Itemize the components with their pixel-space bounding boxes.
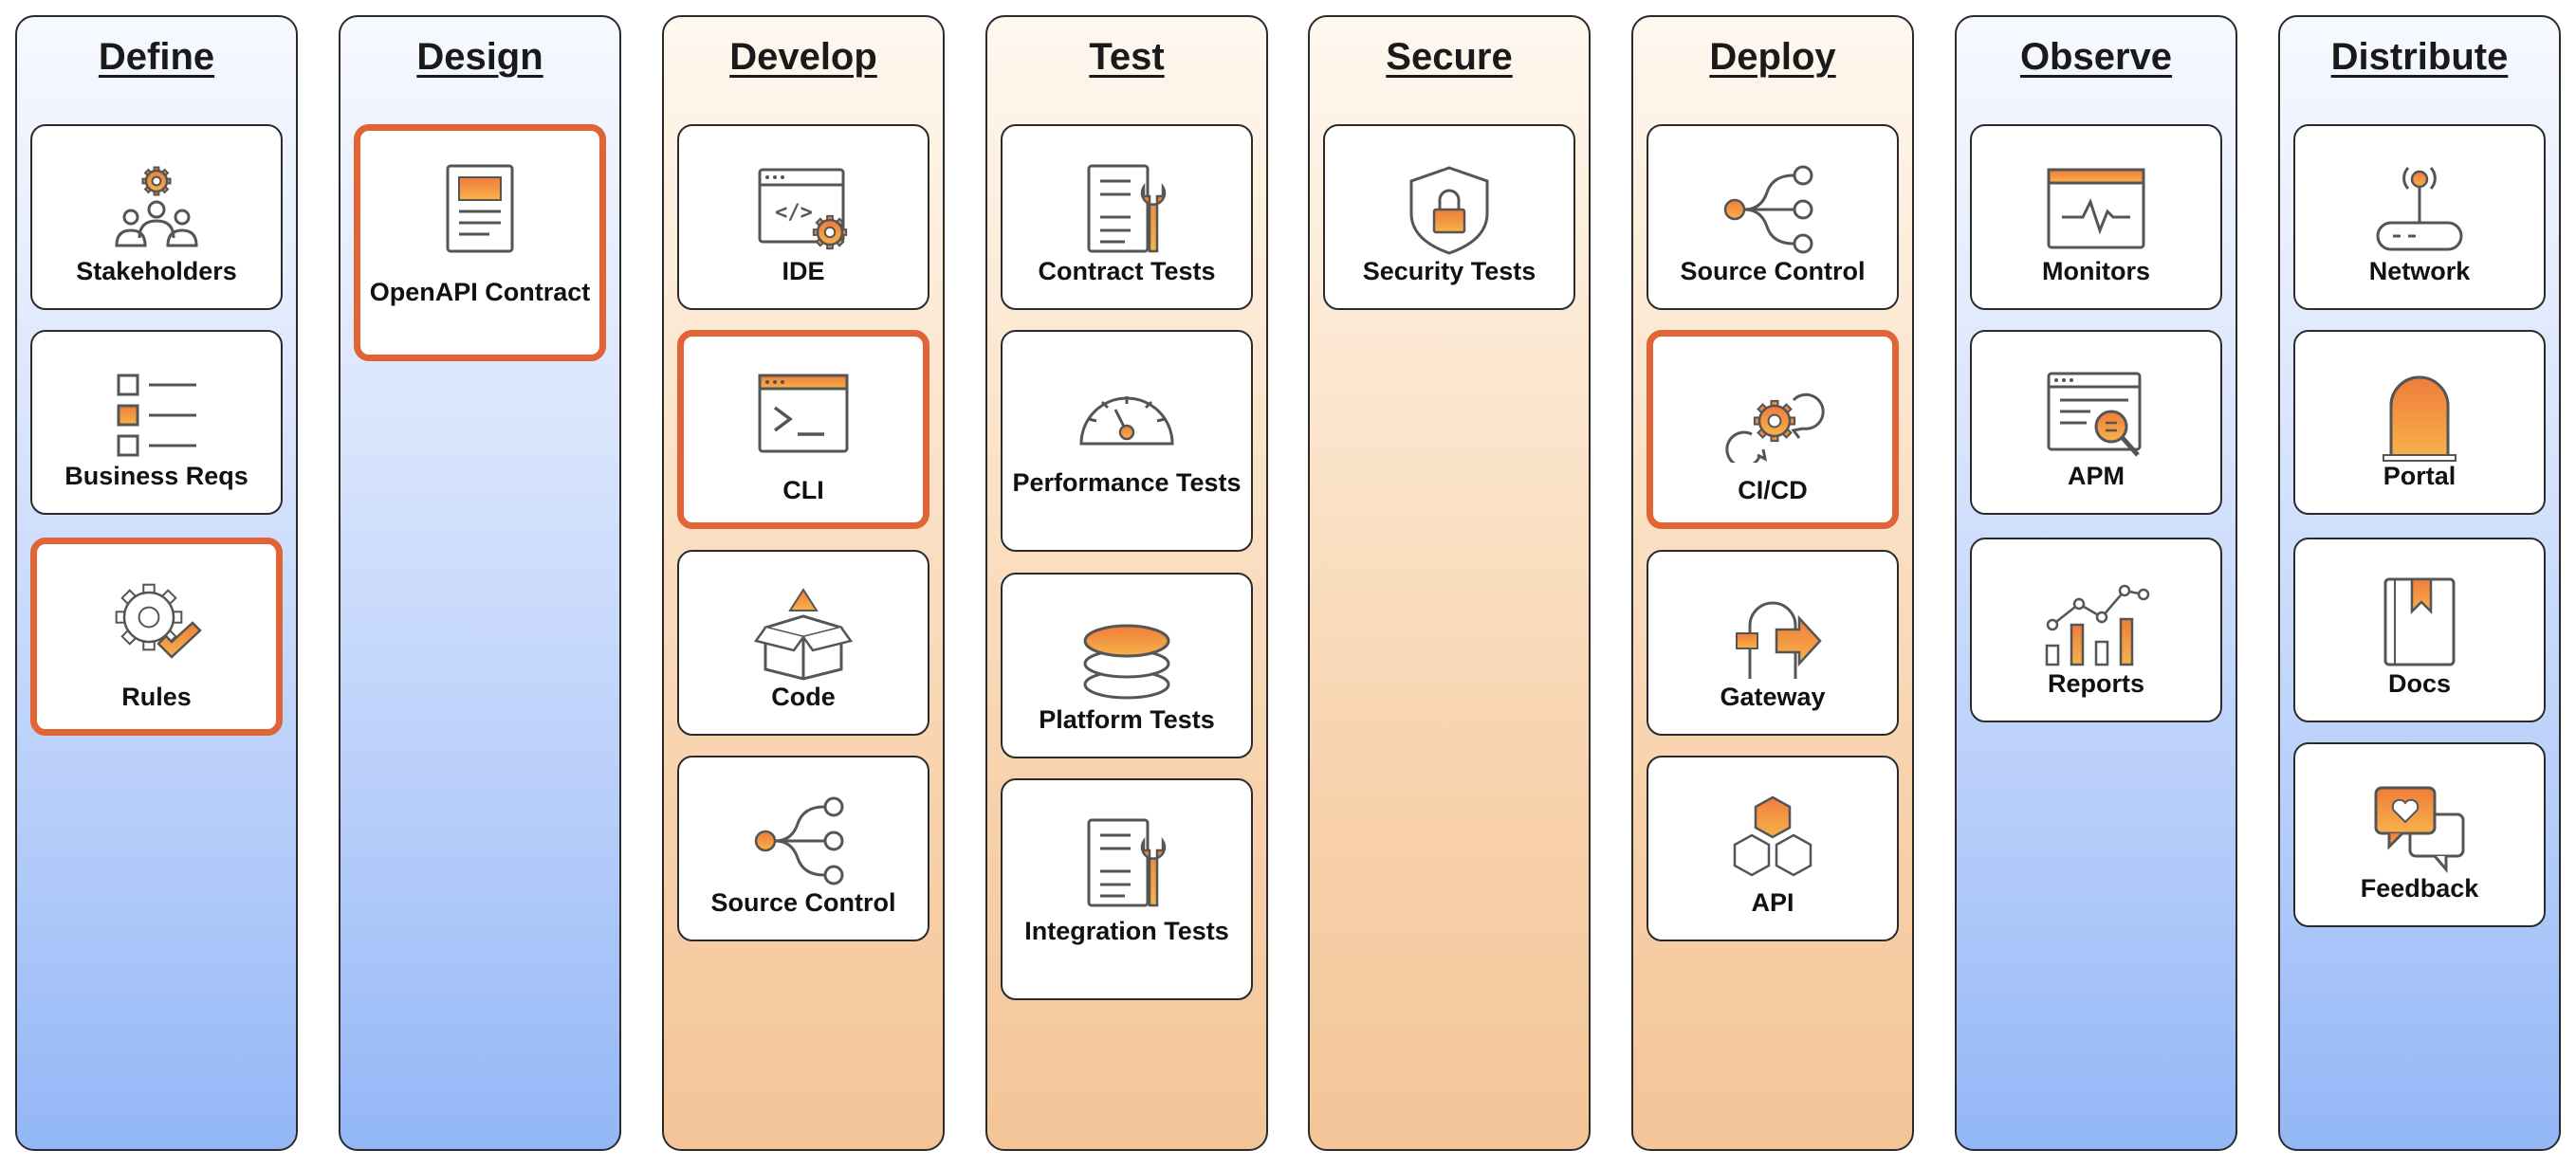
svg-text:</>: </> [775, 201, 813, 225]
monitor-pulse-icon [1972, 162, 2220, 257]
column-title: Distribute [2330, 36, 2509, 78]
column-title: Deploy [1709, 36, 1836, 78]
shield-lock-icon [1325, 162, 1573, 257]
card-platform-tests[interactable]: Platform Tests [1001, 573, 1253, 758]
card-monitors[interactable]: Monitors [1970, 124, 2222, 310]
column-title: Develop [729, 36, 877, 78]
hexagons-icon [1648, 794, 1897, 888]
column-deploy: Deploy Source Control CI/CD Gateway API [1631, 15, 1914, 1151]
card-label: IDE [782, 257, 825, 285]
card-label: Contract Tests [1038, 257, 1216, 285]
card-source-control[interactable]: Source Control [1647, 124, 1899, 310]
gear-check-icon [37, 575, 276, 670]
terminal-icon [684, 368, 923, 463]
card-apm[interactable]: APM [1970, 330, 2222, 515]
card-performance-tests[interactable]: Performance Tests [1001, 330, 1253, 552]
window-magnifier-icon [1972, 368, 2220, 463]
column-observe: Observe Monitors APM Reports [1955, 15, 2237, 1151]
card-business-reqs[interactable]: Business Reqs [30, 330, 283, 515]
card-openapi-contract[interactable]: OpenAPI Contract [354, 124, 606, 361]
card-network[interactable]: Network [2293, 124, 2546, 310]
card-source-control[interactable]: Source Control [677, 756, 929, 941]
card-label: CI/CD [1738, 476, 1808, 504]
card-label: CLI [782, 476, 824, 504]
card-integration-tests[interactable]: Integration Tests [1001, 778, 1253, 1000]
card-security-tests[interactable]: Security Tests [1323, 124, 1575, 310]
code-window-gear-icon: </> [679, 162, 928, 257]
gateway-icon [1648, 588, 1897, 683]
column-title: Design [416, 36, 543, 78]
column-title: Observe [2019, 36, 2173, 78]
package-icon [679, 588, 928, 683]
card-rules[interactable]: Rules [30, 538, 283, 736]
card-label: Performance Tests [1012, 468, 1242, 497]
document-icon [360, 162, 599, 257]
card-code[interactable]: Code [677, 550, 929, 736]
speedometer-icon [1003, 368, 1251, 463]
card-label: Reports [2047, 669, 2144, 698]
router-icon [2295, 162, 2544, 257]
card-label: Docs [2387, 669, 2452, 698]
branch-icon [679, 794, 928, 888]
card-cli[interactable]: CLI [677, 330, 929, 529]
card-label: Rules [121, 683, 192, 711]
stakeholders-icon [32, 162, 281, 257]
card-label: Source Control [710, 888, 896, 917]
card-contract-tests[interactable]: Contract Tests [1001, 124, 1253, 310]
card-label: Integration Tests [1024, 917, 1229, 945]
card-label: Stakeholders [76, 257, 237, 285]
card-docs[interactable]: Docs [2293, 538, 2546, 722]
column-define: Define Stakeholders Business Reqs Rules [15, 15, 298, 1151]
card-label: API [1751, 888, 1794, 917]
column-develop: Develop </> IDE CLI Code Source Control [662, 15, 945, 1151]
card-reports[interactable]: Reports [1970, 538, 2222, 722]
cicd-gear-icon [1653, 368, 1892, 463]
bar-line-chart-icon [1972, 575, 2220, 670]
card-label: Monitors [2042, 257, 2150, 285]
column-test: Test Contract Tests Performance Tests Pl… [985, 15, 1268, 1151]
document-wrench-icon [1003, 816, 1251, 911]
branch-icon [1648, 162, 1897, 257]
column-title: Define [98, 36, 215, 78]
chat-heart-icon [2295, 780, 2544, 875]
card-label: Code [771, 683, 836, 711]
card-label: Portal [2383, 462, 2456, 490]
card-label: Network [2368, 257, 2471, 285]
document-wrench-icon [1003, 162, 1251, 257]
stack-icon [1003, 611, 1251, 705]
column-distribute: Distribute Network Portal Docs Feedback [2278, 15, 2561, 1151]
card-api[interactable]: API [1647, 756, 1899, 941]
card-label: Feedback [2360, 874, 2479, 903]
book-icon [2295, 575, 2544, 670]
card-label: Gateway [1720, 683, 1826, 711]
column-title: Secure [1386, 36, 1513, 78]
portal-door-icon [2295, 368, 2544, 463]
card-label: Platform Tests [1039, 705, 1215, 734]
card-ide[interactable]: </> IDE [677, 124, 929, 310]
card-label: Business Reqs [64, 462, 248, 490]
card-feedback[interactable]: Feedback [2293, 742, 2546, 927]
column-design: Design OpenAPI Contract [339, 15, 621, 1151]
column-title: Test [1089, 36, 1165, 78]
card-portal[interactable]: Portal [2293, 330, 2546, 515]
card-stakeholders[interactable]: Stakeholders [30, 124, 283, 310]
card-label: Source Control [1680, 257, 1866, 285]
card-gateway[interactable]: Gateway [1647, 550, 1899, 736]
card-label: OpenAPI Contract [369, 278, 591, 306]
card-label: Security Tests [1362, 257, 1536, 285]
column-secure: Secure Security Tests [1308, 15, 1591, 1151]
card-label: APM [2068, 462, 2125, 490]
card-ci-cd[interactable]: CI/CD [1647, 330, 1899, 529]
checklist-icon [32, 368, 281, 463]
